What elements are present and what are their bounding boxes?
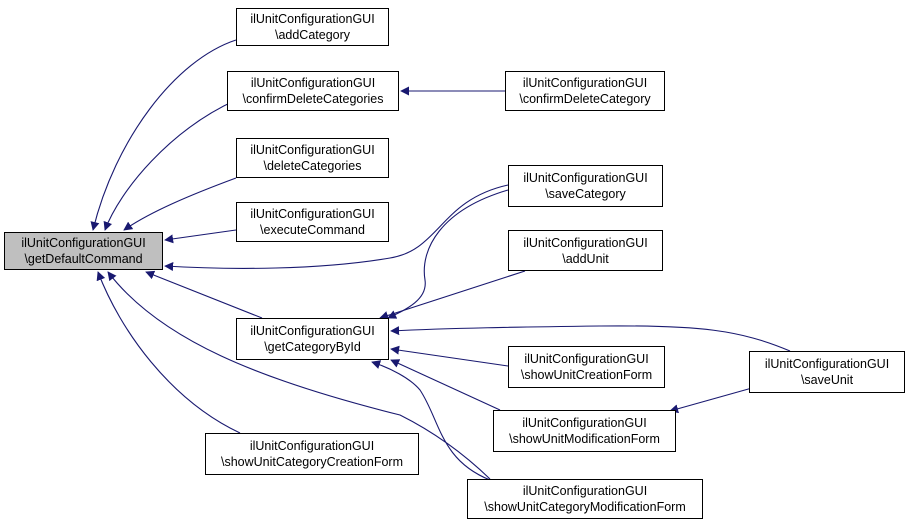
- node-method-label: \showUnitModificationForm: [509, 432, 660, 446]
- node-method-label: \showUnitCategoryCreationForm: [220, 455, 403, 469]
- node-class-label: ilUnitConfigurationGUI: [250, 76, 376, 90]
- node-executeCommand[interactable]: ilUnitConfigurationGUI \executeCommand: [236, 202, 389, 242]
- edge-showUnitCategoryModificationForm-to-getCategoryById: [371, 360, 491, 481]
- node-showUnitModificationForm[interactable]: ilUnitConfigurationGUI \showUnitModifica…: [493, 410, 676, 452]
- edge-showUnitCategoryModificationForm-to-getDefaultCommand: [107, 271, 491, 480]
- node-method-label: \executeCommand: [260, 223, 365, 237]
- node-class-label: ilUnitConfigurationGUI: [764, 357, 890, 371]
- node-getCategoryById[interactable]: ilUnitConfigurationGUI \getCategoryById: [236, 318, 389, 360]
- node-method-label: \deleteCategories: [263, 159, 362, 173]
- edge-confirmDeleteCategories-to-getDefaultCommand: [103, 99, 237, 231]
- node-class-label: ilUnitConfigurationGUI: [250, 324, 375, 338]
- edge-showUnitModificationForm-to-getCategoryById: [390, 359, 501, 411]
- node-class-label: ilUnitConfigurationGUI: [522, 416, 647, 430]
- node-saveCategory[interactable]: ilUnitConfigurationGUI \saveCategory: [508, 165, 663, 207]
- node-class-label: ilUnitConfigurationGUI: [523, 235, 648, 250]
- node-method-label: \showUnitCategoryModificationForm: [484, 500, 686, 514]
- node-confirmDeleteCategories[interactable]: ilUnitConfigurationGUI \confirmDeleteCat…: [227, 71, 399, 111]
- node-showUnitCategoryCreationForm[interactable]: ilUnitConfigurationGUI \showUnitCategory…: [205, 433, 419, 475]
- node-addCategory[interactable]: ilUnitConfigurationGUI \addCategory: [236, 8, 389, 46]
- edge-addUnit-to-getCategoryById: [379, 270, 526, 320]
- node-class-label: ilUnitConfigurationGUI: [250, 207, 375, 221]
- edge-executeCommand-to-getDefaultCommand: [164, 229, 237, 244]
- node-method-label: \getDefaultCommand: [24, 252, 143, 266]
- node-method-label: \saveCategory: [545, 187, 626, 201]
- node-class-label: ilUnitConfigurationGUI: [250, 12, 375, 26]
- node-class-label: ilUnitConfigurationGUI: [249, 439, 375, 453]
- edge-showUnitCreationForm-to-getCategoryById: [390, 345, 509, 367]
- node-showUnitCreationForm[interactable]: ilUnitConfigurationGUI \showUnitCreation…: [508, 346, 665, 388]
- node-class-label: ilUnitConfigurationGUI: [522, 76, 648, 90]
- edge-saveCategory-to-getDefaultCommand: [164, 184, 509, 271]
- node-addUnit[interactable]: ilUnitConfigurationGUI \addUnit: [508, 230, 663, 271]
- node-showUnitCategoryModificationForm[interactable]: ilUnitConfigurationGUI \showUnitCategory…: [467, 479, 703, 519]
- edge-saveUnit-to-getCategoryById: [390, 325, 791, 352]
- node-saveUnit[interactable]: ilUnitConfigurationGUI \saveUnit: [749, 351, 905, 393]
- node-class-label: ilUnitConfigurationGUI: [21, 236, 146, 250]
- edge-showUnitCategoryCreationForm-to-getDefaultCommand: [96, 271, 241, 434]
- node-class-label: ilUnitConfigurationGUI: [524, 352, 649, 366]
- edge-deleteCategories-to-getDefaultCommand: [123, 177, 237, 231]
- node-method-label: \confirmDeleteCategory: [519, 92, 651, 106]
- edge-getCategoryById-to-getDefaultCommand: [145, 270, 263, 319]
- node-method-label: \addCategory: [274, 28, 351, 42]
- node-method-label: \saveUnit: [800, 373, 854, 387]
- edge-saveCategory-to-getCategoryById: [387, 189, 509, 319]
- node-method-label: \showUnitCreationForm: [520, 368, 653, 382]
- edge-saveUnit-to-showUnitModificationForm: [669, 387, 753, 414]
- node-getDefaultCommand[interactable]: ilUnitConfigurationGUI \getDefaultComman…: [4, 232, 163, 270]
- node-class-label: ilUnitConfigurationGUI: [523, 171, 648, 185]
- node-deleteCategories[interactable]: ilUnitConfigurationGUI \deleteCategories: [236, 138, 389, 178]
- node-class-label: ilUnitConfigurationGUI: [522, 484, 648, 498]
- node-method-label: \getCategoryById: [264, 340, 361, 354]
- node-confirmDeleteCategory[interactable]: ilUnitConfigurationGUI \confirmDeleteCat…: [505, 71, 665, 111]
- edge-addCategory-to-getDefaultCommand: [90, 39, 237, 231]
- node-method-label: \addUnit: [562, 251, 609, 266]
- node-method-label: \confirmDeleteCategories: [242, 92, 384, 106]
- node-class-label: ilUnitConfigurationGUI: [250, 143, 375, 157]
